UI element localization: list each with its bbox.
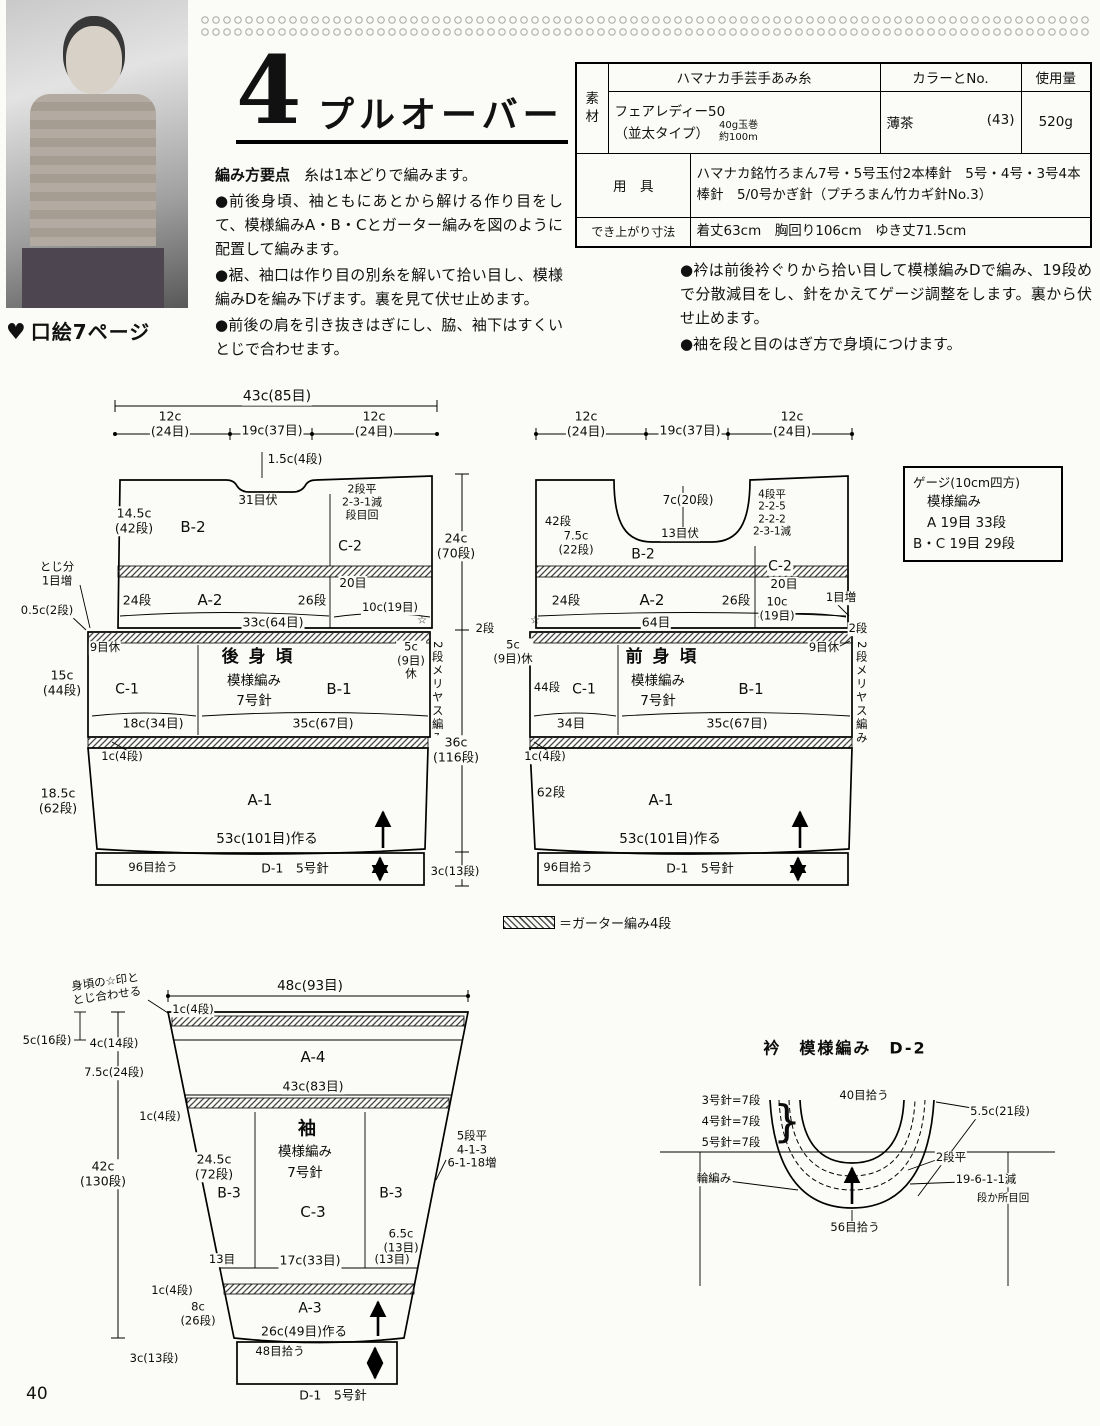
photo-person-head xyxy=(66,26,122,94)
title-underline xyxy=(236,140,568,144)
pattern-title: プルオーバー xyxy=(318,95,564,136)
yarn-spec: 40g玉巻 約100m xyxy=(719,119,759,144)
gauge-title: ゲージ(10cm四方) xyxy=(913,475,1020,490)
instruction-item: ●袖を段と目のはぎ方で身頃につけます。 xyxy=(680,335,962,353)
material-row-label: 素 材 xyxy=(575,62,609,154)
photo-skirt xyxy=(22,248,164,308)
instruction-item: ●前後身頃、袖ともにあとから解ける作り目をして、模様編みA・B・Cとガーター編み… xyxy=(215,192,563,258)
gauge-line: B・C 19目 29段 xyxy=(913,536,1016,553)
color-number: (43) xyxy=(986,112,1015,128)
yarn-type: （並太タイプ） xyxy=(614,126,710,142)
instruction-item: ●衿は前後衿ぐりから拾い目して模様編みDで編み、19段めで分散減目をし、針をかえ… xyxy=(680,261,1092,327)
materials-table: 素 材 ハマナカ手芸手あみ糸 カラーとNo. 使用量 フェアレディー50 （並太… xyxy=(575,62,1092,248)
instructions-right: ●衿は前後衿ぐりから拾い目して模様編みDで編み、19段めで分散減目をし、針をかえ… xyxy=(680,258,1092,358)
caption-text: 口絵7ページ xyxy=(30,320,151,344)
garter-legend: ＝ガーター編み4段 xyxy=(503,913,671,932)
instructions-heading: 編み方要点 xyxy=(215,166,291,184)
usage-cell: 520g xyxy=(1020,90,1092,154)
tools-row-label: 用 具 xyxy=(575,152,691,218)
decorative-border xyxy=(200,12,1090,40)
instructions-intro: 糸は1本どりで編みます。 xyxy=(304,166,478,184)
instruction-item: ●前後の肩を引き抜きはぎにし、脇、袖下はすくいとじで合わせます。 xyxy=(215,316,563,358)
instruction-item: ●裾、袖口は作り目の別糸を解いて拾い目し、模様編みDを編み下げます。裏を見て伏せ… xyxy=(215,266,563,308)
gauge-line: 模様編み xyxy=(927,494,981,511)
pattern-number: 4 xyxy=(236,36,302,146)
heart-icon: ♥ xyxy=(6,320,27,345)
size-row-label: でき上がり寸法 xyxy=(575,216,691,248)
front-piece-schematic xyxy=(529,428,854,886)
tools-cell: ハマナカ銘竹ろまん7号・5号玉付2本棒針 5号・4号・3号4本棒針 5/0号かぎ… xyxy=(689,152,1092,218)
garter-legend-label: ＝ガーター編み4段 xyxy=(559,917,672,932)
back-piece-schematic xyxy=(69,400,439,886)
sleeve-schematic xyxy=(74,990,470,1385)
color-column-header: カラーとNo. xyxy=(879,62,1022,92)
page-number: 40 xyxy=(26,1384,48,1404)
gauge-box: ゲージ(10cm四方) 模様編み A 19目 33段 B・C 19目 29段 xyxy=(903,466,1063,562)
size-cell: 着丈63cm 胸回り106cm ゆき丈71.5cm xyxy=(689,216,1092,248)
yarn-column-header: ハマナカ手芸手あみ糸 xyxy=(607,62,881,92)
color-cell: 薄茶 (43) xyxy=(879,90,1022,154)
photo-person-sweater xyxy=(30,94,156,246)
yarn-cell: フェアレディー50 （並太タイプ） 40g玉巻 約100m xyxy=(607,90,881,154)
yarn-name: フェアレディー50 xyxy=(614,103,726,120)
instructions-heading-line: 編み方要点糸は1本どりで編みます。 xyxy=(215,163,563,187)
garter-swatch-icon xyxy=(503,916,555,929)
collar-schematic xyxy=(660,1099,1055,1286)
center-measure-line xyxy=(455,473,469,887)
photo-caption: ♥口絵7ページ xyxy=(6,316,150,345)
instructions-left: 編み方要点糸は1本どりで編みます。 ●前後身頃、袖ともにあとから解ける作り目をし… xyxy=(215,163,563,363)
gauge-line: A 19目 33段 xyxy=(927,515,1007,532)
color-name: 薄茶 xyxy=(886,116,914,132)
cover-photo xyxy=(6,0,188,308)
